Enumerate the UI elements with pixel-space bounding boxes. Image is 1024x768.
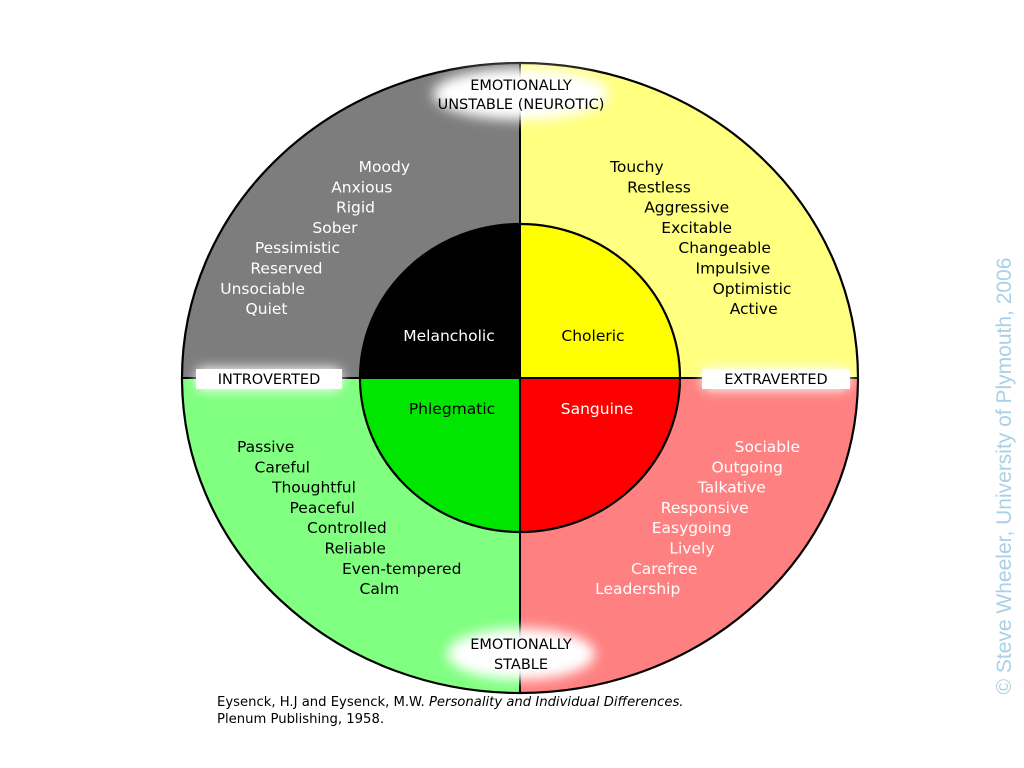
axis-label-stable-line1: EMOTIONALLY <box>470 637 572 653</box>
trait-sober: Sober <box>312 219 358 237</box>
quadrant-phlegmatic-inner <box>360 378 520 532</box>
bottom-label-glow <box>447 628 595 680</box>
trait-leadership: Leadership <box>595 580 680 598</box>
axis-label-neurotic-line2: UNSTABLE (NEUROTIC) <box>438 97 605 113</box>
trait-pessimistic: Pessimistic <box>255 239 340 257</box>
top-label-glow <box>433 68 609 120</box>
reference-line-1: Eysenck, H.J and Eysenck, M.W. Personali… <box>217 694 684 711</box>
axis-label-neurotic-line1: EMOTIONALLY <box>470 78 572 94</box>
trait-careful: Careful <box>255 458 310 476</box>
trait-passive: Passive <box>237 438 294 456</box>
trait-controlled: Controlled <box>307 519 387 537</box>
left-label-backing <box>196 369 342 389</box>
trait-anxious: Anxious <box>331 178 392 196</box>
quadrant-melancholic-inner <box>360 224 520 378</box>
trait-reliable: Reliable <box>325 540 386 558</box>
trait-reserved: Reserved <box>250 260 322 278</box>
trait-even-tempered: Even-tempered <box>342 560 461 578</box>
trait-unsociable: Unsociable <box>220 280 305 298</box>
trait-peaceful: Peaceful <box>290 499 355 517</box>
type-label-phlegmatic: Phlegmatic <box>409 400 495 418</box>
type-label-choleric: Choleric <box>561 327 624 345</box>
reference-title: Personality and Individual Differences. <box>428 695 684 710</box>
trait-carefree: Carefree <box>631 560 697 578</box>
right-label-backing <box>702 369 850 389</box>
quadrant-choleric-inner <box>520 224 680 378</box>
trait-optimistic: Optimistic <box>713 280 792 298</box>
trait-quiet: Quiet <box>246 300 288 318</box>
trait-thoughtful: Thoughtful <box>271 479 356 497</box>
axis-label-introverted: INTROVERTED <box>218 372 321 388</box>
trait-talkative: Talkative <box>697 479 766 497</box>
trait-list-melancholic: MoodyAnxiousRigidSoberPessimisticReserve… <box>220 158 410 318</box>
trait-list-choleric: TouchyRestlessAggressiveExcitableChangea… <box>609 158 791 318</box>
trait-list-sanguine: SociableOutgoingTalkativeResponsiveEasyg… <box>595 438 800 598</box>
reference-citation: Eysenck, H.J and Eysenck, M.W. Personali… <box>217 694 684 728</box>
trait-responsive: Responsive <box>661 499 749 517</box>
trait-touchy: Touchy <box>609 158 664 176</box>
trait-moody: Moody <box>359 158 410 176</box>
trait-outgoing: Outgoing <box>711 458 782 476</box>
trait-list-phlegmatic: PassiveCarefulThoughtfulPeacefulControll… <box>237 438 461 598</box>
trait-impulsive: Impulsive <box>696 260 771 278</box>
trait-excitable: Excitable <box>661 219 732 237</box>
trait-lively: Lively <box>669 540 714 558</box>
axis-label-extraverted: EXTRAVERTED <box>724 372 827 388</box>
trait-easygoing: Easygoing <box>652 519 732 537</box>
quadrant-sanguine-inner <box>520 378 680 532</box>
trait-restless: Restless <box>627 178 691 196</box>
type-label-sanguine: Sanguine <box>561 400 634 418</box>
trait-changeable: Changeable <box>678 239 771 257</box>
trait-calm: Calm <box>360 580 400 598</box>
trait-aggressive: Aggressive <box>644 199 729 217</box>
reference-authors: Eysenck, H.J and Eysenck, M.W. <box>217 695 425 710</box>
trait-active: Active <box>730 300 778 318</box>
reference-publisher: Plenum Publishing, 1958. <box>217 712 385 727</box>
trait-rigid: Rigid <box>336 199 375 217</box>
trait-sociable: Sociable <box>735 438 800 456</box>
copyright-watermark: © Steve Wheeler, University of Plymouth,… <box>993 257 1016 695</box>
axis-label-stable-line2: STABLE <box>494 657 548 673</box>
type-label-melancholic: Melancholic <box>403 327 495 345</box>
